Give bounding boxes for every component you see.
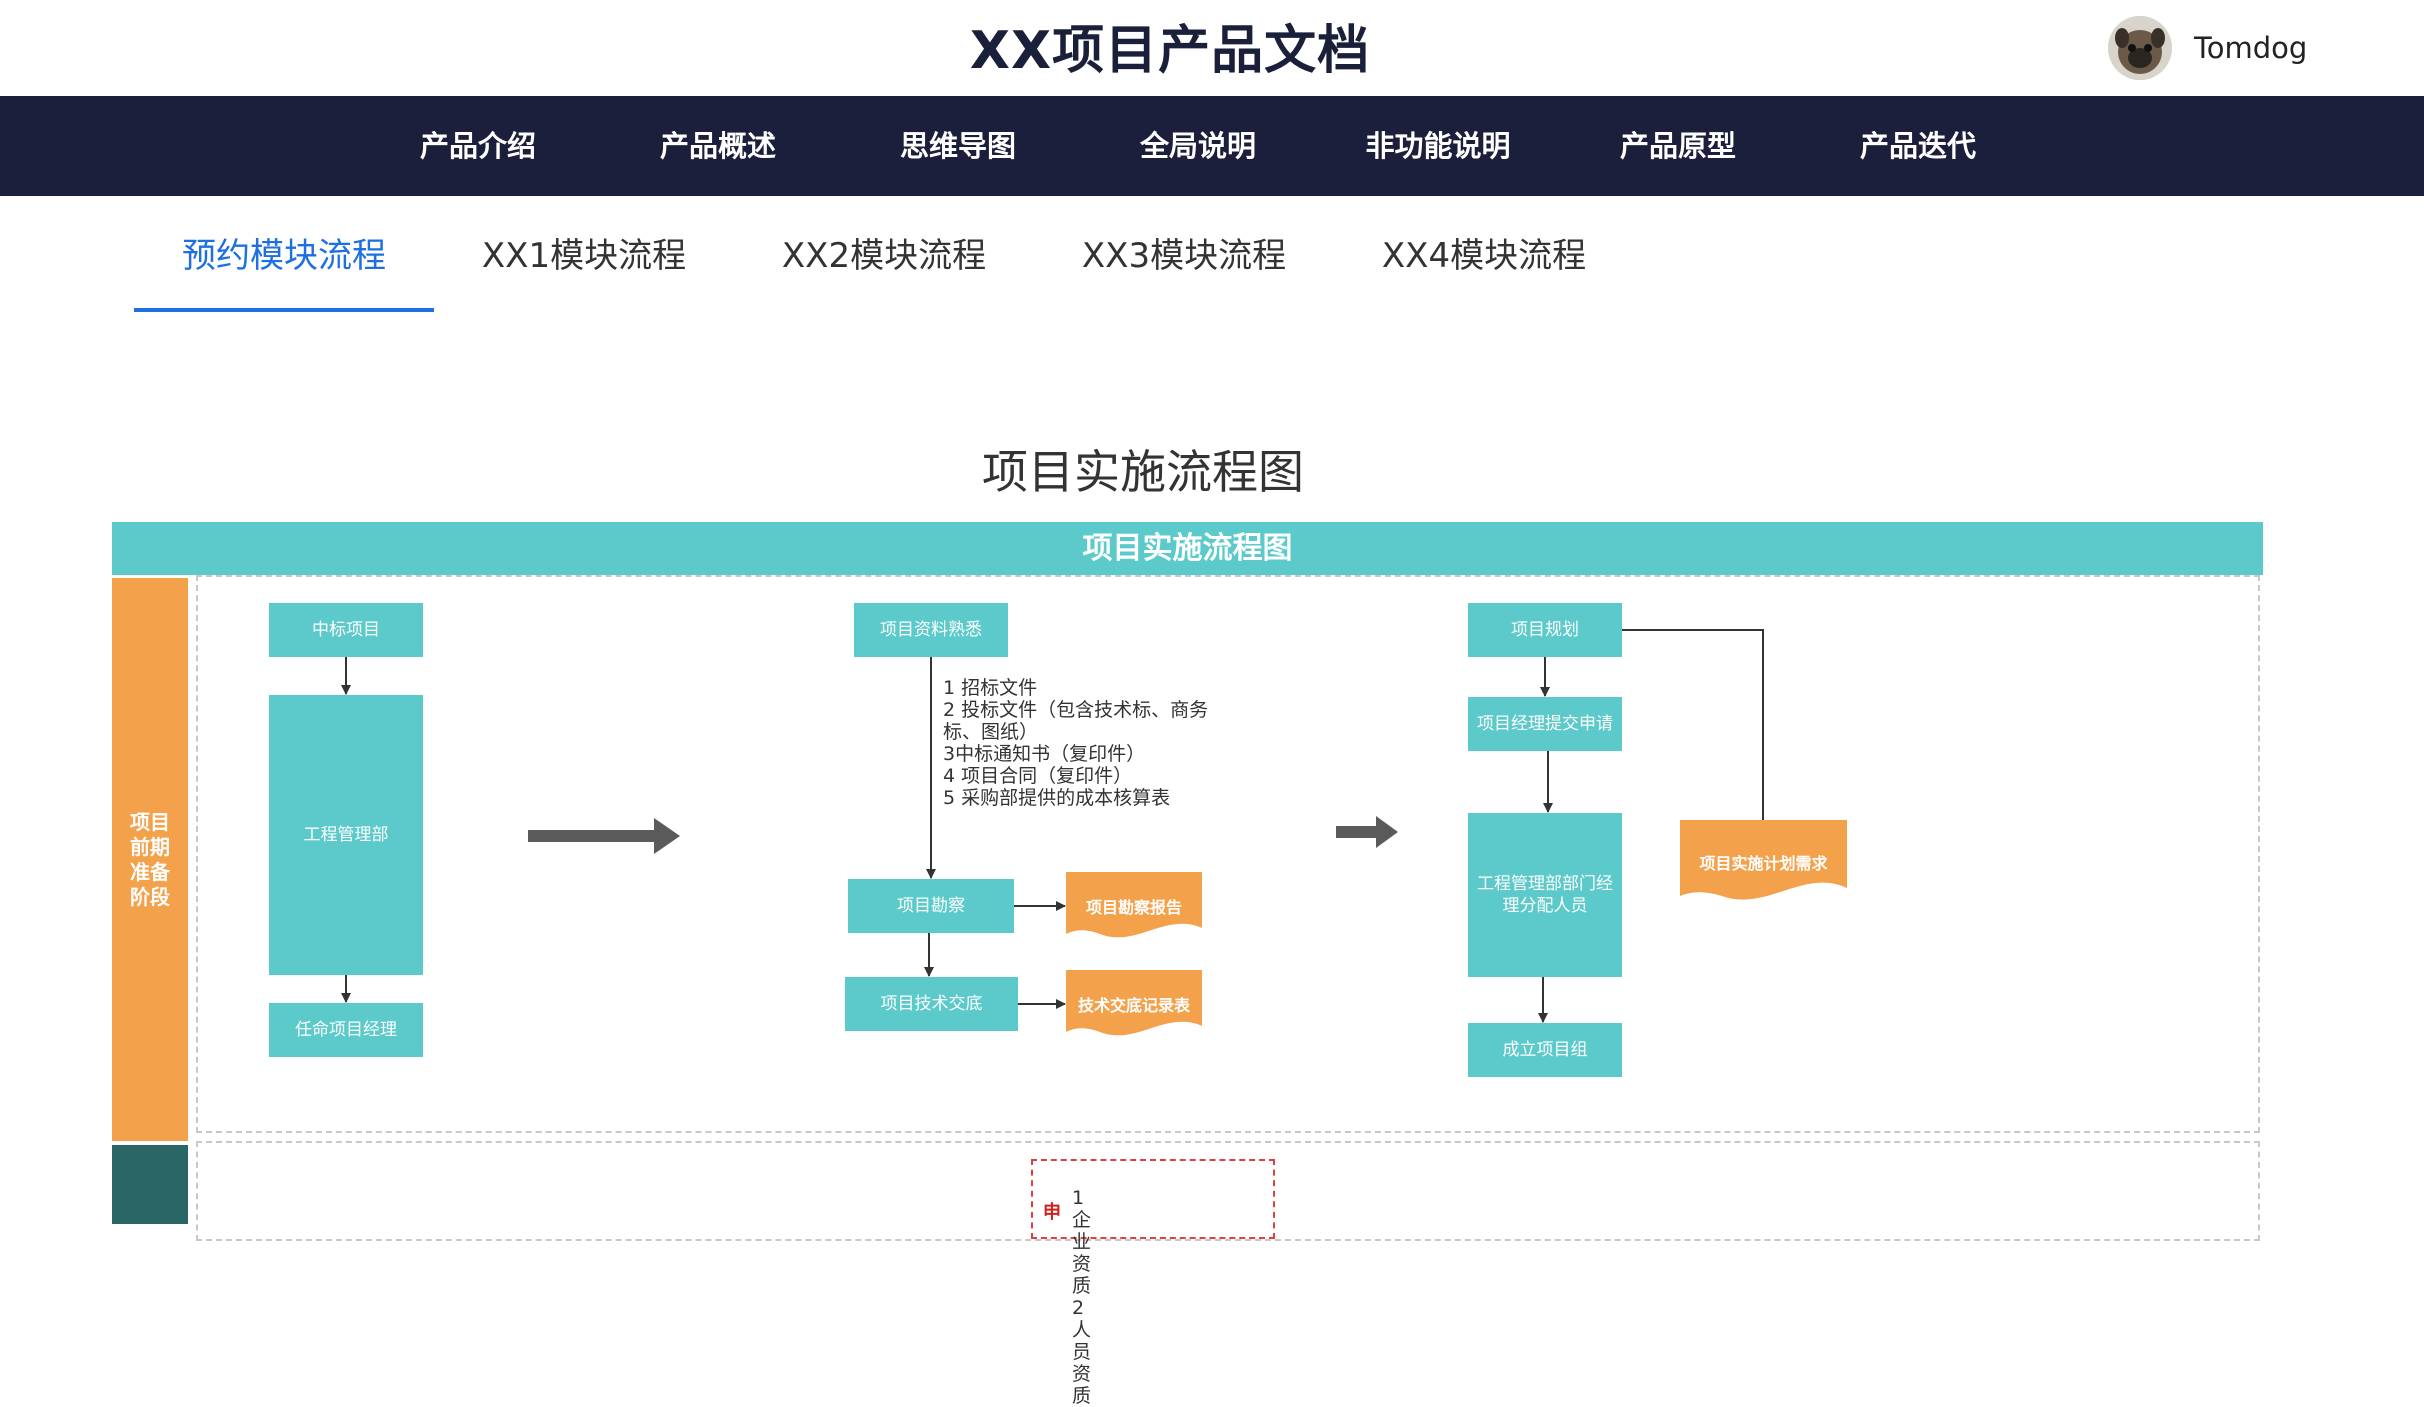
node-project-planning: 项目规划 xyxy=(1468,603,1622,657)
doc-survey-report: 项目勘察报告 xyxy=(1066,872,1202,940)
nav-item-product-overview[interactable]: 产品概述 xyxy=(659,129,776,163)
node-project-materials: 项目资料熟悉 xyxy=(854,603,1008,657)
doc-briefing-record: 技术交底记录表 xyxy=(1066,970,1202,1038)
note-line: 3中标通知书（复印件） xyxy=(943,743,1146,765)
doc-implementation-plan: 项目实施计划需求 xyxy=(1680,820,1847,904)
node-pm-submit: 项目经理提交申请 xyxy=(1468,697,1622,751)
requirements-tag: 申 xyxy=(1043,1202,1061,1223)
nav-item-iteration[interactable]: 产品迭代 xyxy=(1859,129,1976,163)
note-line: 2 投标文件（包含技术标、商务 xyxy=(943,699,1209,721)
tab-xx2-flow[interactable]: XX2模块流程 xyxy=(781,236,987,276)
active-tab-indicator xyxy=(134,308,434,312)
node-assign-staff: 工程管理部部门经理分配人员 xyxy=(1468,813,1622,977)
note-line: 4 项目合同（复印件） xyxy=(943,765,1133,787)
requirements-box xyxy=(1031,1159,1275,1239)
node-tech-briefing: 项目技术交底 xyxy=(845,977,1018,1031)
note-line: 5 采购部提供的成本核算表 xyxy=(943,787,1171,809)
main-nav: 产品介绍 产品概述 思维导图 全局说明 非功能说明 产品原型 产品迭代 xyxy=(0,96,2424,196)
lane-label-preparation: 项目前期准备阶段 xyxy=(112,578,188,1141)
page-title: XX项目产品文档 xyxy=(969,21,1371,81)
note-line: 标、图纸） xyxy=(943,721,1039,743)
tab-booking-flow[interactable]: 预约模块流程 xyxy=(182,236,386,276)
node-site-survey: 项目勘察 xyxy=(848,879,1014,933)
nav-item-global-notes[interactable]: 全局说明 xyxy=(1139,129,1256,163)
node-engineering-dept: 工程管理部 xyxy=(269,695,423,975)
diagram-heading: 项目实施流程图 xyxy=(982,445,1304,499)
user-name[interactable]: Tomdog xyxy=(2194,31,2308,65)
materials-notes: 1 招标文件 2 投标文件（包含技术标、商务 标、图纸） 3中标通知书（复印件）… xyxy=(943,677,1208,809)
nav-item-mind-map[interactable]: 思维导图 xyxy=(899,129,1016,163)
avatar[interactable] xyxy=(2108,16,2172,80)
user-menu[interactable]: Tomdog xyxy=(2108,12,2307,84)
flowchart-banner: 项目实施流程图 xyxy=(112,522,2263,575)
node-form-team: 成立项目组 xyxy=(1468,1023,1622,1077)
lane-label-second xyxy=(112,1145,188,1224)
tab-xx3-flow[interactable]: XX3模块流程 xyxy=(1081,236,1287,276)
nav-item-product-intro[interactable]: 产品介绍 xyxy=(419,129,536,163)
nav-item-non-functional[interactable]: 非功能说明 xyxy=(1365,129,1511,163)
requirement-item: 1企业资质 xyxy=(1072,1187,1092,1297)
requirements-list: 1企业资质 2人员资质 xyxy=(1072,1187,1091,1407)
nav-item-prototype[interactable]: 产品原型 xyxy=(1619,129,1736,163)
tab-xx4-flow[interactable]: XX4模块流程 xyxy=(1381,236,1587,276)
node-appoint-pm: 任命项目经理 xyxy=(269,1003,423,1057)
tab-xx1-flow[interactable]: XX1模块流程 xyxy=(481,236,687,276)
node-won-bid: 中标项目 xyxy=(269,603,423,657)
note-line: 1 招标文件 xyxy=(943,677,1038,699)
requirement-item: 2人员资质 xyxy=(1072,1297,1092,1407)
lane-preparation xyxy=(196,575,2260,1133)
